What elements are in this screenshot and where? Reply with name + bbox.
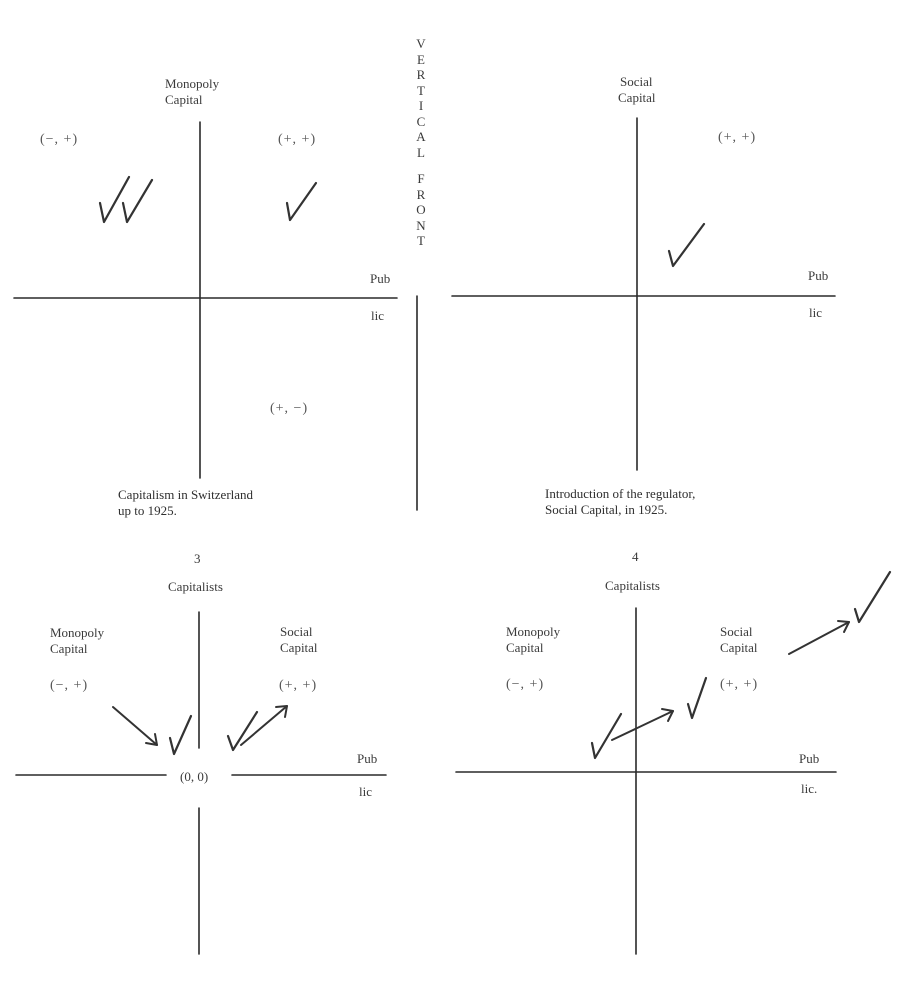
- panel4-left-title-line1: Monopoly: [506, 624, 561, 639]
- panel1-quadrant-br-label: (+, −): [270, 401, 309, 416]
- panel2-axis-pub-label: Pub: [808, 268, 829, 283]
- panel4-quadrant-tr-label: (+, +): [720, 677, 759, 692]
- vertical-front-letter: N: [416, 217, 426, 233]
- check-mark-icon: [285, 181, 318, 222]
- vertical-front-letter: I: [418, 98, 424, 113]
- vertical-front-letter: L: [417, 144, 425, 160]
- check-mark-icon: [686, 676, 708, 720]
- vertical-front-gap: [413, 160, 429, 171]
- panel1-quadrant-tl-label: (−, +): [40, 132, 79, 147]
- arrow-icon: [112, 706, 158, 746]
- check-mark-icon: [590, 712, 623, 760]
- arrow-icon: [788, 621, 850, 655]
- arrowhead-icon: [837, 620, 850, 633]
- vertical-front-letter: R: [416, 186, 426, 202]
- vertical-front-letter: T: [417, 233, 425, 248]
- panel2-axis-title-line2: Capital: [618, 90, 656, 105]
- panel3-quadrant-tl-label: (−, +): [50, 678, 89, 693]
- arrowhead-icon: [275, 705, 288, 718]
- panel2-axis-lic-label: lic: [809, 305, 822, 320]
- vertical-front-letter: C: [416, 113, 426, 129]
- arrowhead-icon: [145, 733, 158, 746]
- panel4-left-title-line2: Capital: [506, 640, 544, 655]
- panel3-left-title-line2: Capital: [50, 641, 88, 656]
- panel1-axis-pub-label: Pub: [370, 271, 391, 286]
- check-mark-icon: [121, 178, 154, 224]
- panel3-origin-label: (0, 0): [180, 769, 209, 784]
- panel1-axis-lic-label: lic: [371, 308, 384, 323]
- check-mark-icon: [98, 175, 131, 224]
- panel2-caption-line1: Introduction of the regulator,: [545, 486, 696, 501]
- panel4-right-title-line2: Capital: [720, 640, 758, 655]
- panel3-axis-lic-label: lic: [359, 784, 372, 799]
- panel3-left-title-line1: Monopoly: [50, 625, 105, 640]
- vertical-front-letter: E: [417, 51, 425, 67]
- panel4-quadrant-tl-label: (−, +): [506, 677, 545, 692]
- panel4-axis-lic-label: lic.: [801, 781, 818, 796]
- arrowhead-icon: [661, 708, 674, 722]
- vertical-front-letter: R: [416, 67, 426, 82]
- panel1-caption-line1: Capitalism in Switzerland: [118, 487, 254, 502]
- check-mark-icon: [168, 714, 193, 756]
- panel3-axis-pub-label: Pub: [357, 751, 378, 766]
- panel1-axis-title-line1: Monopoly: [165, 76, 220, 91]
- panel2-quadrant-tr-label: (+, +): [718, 130, 757, 145]
- panel3-right-title-line1: Social: [280, 624, 313, 639]
- vertical-front-letter: A: [416, 129, 426, 144]
- panel1-axis-title-line2: Capital: [165, 92, 203, 107]
- check-mark-icon: [853, 570, 892, 624]
- panel1-quadrant-tr-label: (+, +): [278, 132, 317, 147]
- vertical-front-letter: F: [417, 171, 425, 186]
- check-mark-icon: [226, 710, 259, 752]
- vertical-front-letter: V: [416, 36, 426, 51]
- panel4-right-title-line1: Social: [720, 624, 753, 639]
- panel2-axis-title-line1: Social: [620, 74, 653, 89]
- panel4-axis-title: Capitalists: [605, 578, 660, 593]
- panel2-caption-line2: Social Capital, in 1925.: [545, 502, 668, 517]
- panel4-axis-pub-label: Pub: [799, 751, 820, 766]
- check-mark-icon: [667, 222, 706, 268]
- panel3-right-title-line2: Capital: [280, 640, 318, 655]
- vertical-front-label: V E R T I C A L F R O N T: [413, 36, 429, 249]
- panel3-number: 3: [194, 551, 201, 566]
- arrow-icon: [240, 705, 288, 746]
- vertical-front-letter: T: [417, 82, 425, 98]
- panel3-quadrant-tr-label: (+, +): [279, 678, 318, 693]
- panel1-caption-line2: up to 1925.: [118, 503, 177, 518]
- arrow-icon: [611, 710, 674, 741]
- vertical-front-letter: O: [416, 202, 426, 217]
- panel4-number: 4: [632, 549, 639, 564]
- panel3-axis-title: Capitalists: [168, 579, 223, 594]
